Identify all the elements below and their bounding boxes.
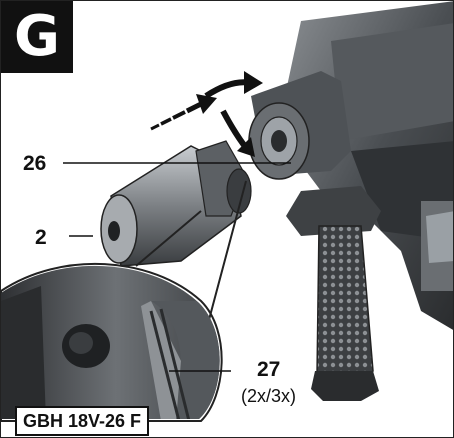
spindle — [248, 71, 351, 180]
zoom-detail — [1, 180, 247, 422]
insert-arrow-icon — [150, 94, 217, 131]
chuck-part-2 — [100, 140, 252, 267]
rotate-arrow-icon — [204, 71, 263, 157]
callout-27: 27 — [257, 358, 281, 381]
model-label: GBH 18V-26 F — [15, 406, 150, 436]
callout-2: 2 — [35, 226, 47, 249]
callout-27-quantity: (2x/3x) — [241, 386, 297, 406]
side-handle — [286, 186, 381, 401]
callout-26: 26 — [23, 152, 47, 175]
figure-letter: G — [1, 1, 73, 73]
